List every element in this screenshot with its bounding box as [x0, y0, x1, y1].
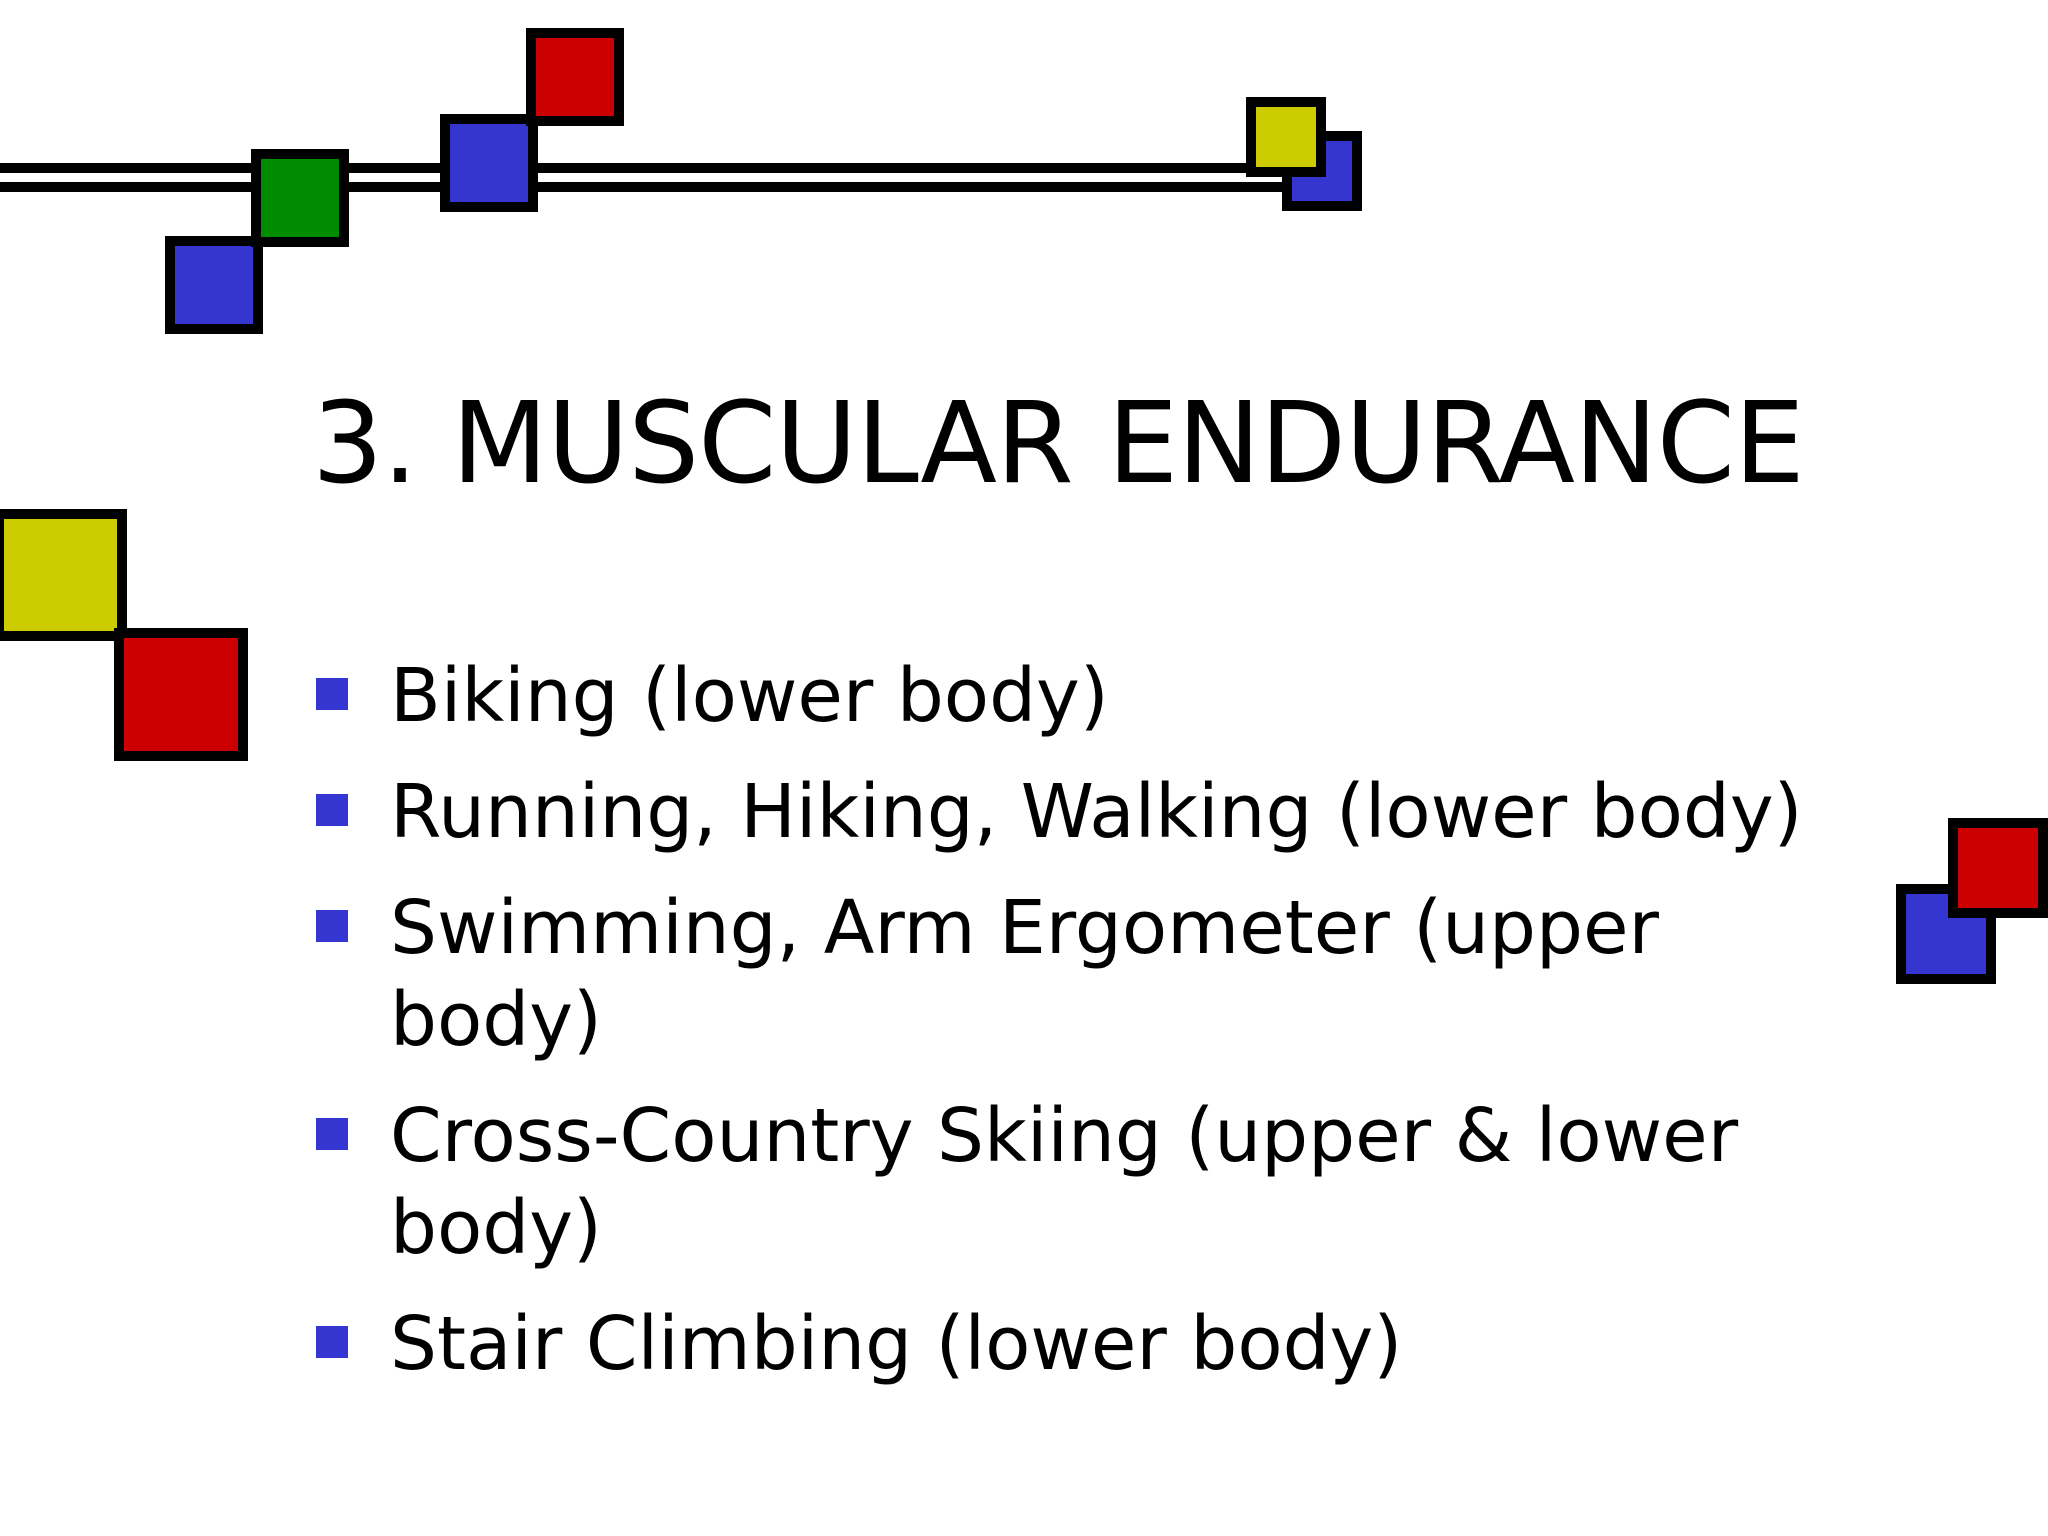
slide-title: 3. MUSCULAR ENDURANCE: [312, 379, 1805, 509]
top-rail-line-upper: [0, 163, 1300, 173]
green-square-decoration: [251, 149, 349, 247]
yellow-square-decoration: [0, 509, 127, 641]
bullet-text: Running, Hiking, Walking (lower body): [390, 769, 1803, 855]
bullet-text: Stair Climbing (lower body): [390, 1301, 1403, 1387]
red-square-decoration: [1948, 818, 2048, 918]
list-item: Running, Hiking, Walking (lower body): [314, 766, 1874, 858]
square-bullet-icon: [316, 1326, 348, 1358]
list-item: Cross-Country Skiing (upper & lower body…: [314, 1090, 1874, 1274]
bullet-list: Biking (lower body) Running, Hiking, Wal…: [314, 650, 1874, 1414]
blue-square-decoration: [440, 114, 538, 212]
list-item: Swimming, Arm Ergometer (upper body): [314, 882, 1874, 1066]
red-square-decoration: [114, 628, 248, 761]
red-square-decoration: [526, 28, 624, 126]
bullet-text: Biking (lower body): [390, 653, 1109, 739]
yellow-square-decoration: [1246, 97, 1326, 177]
square-bullet-icon: [316, 794, 348, 826]
bullet-text: Cross-Country Skiing (upper & lower body…: [390, 1093, 1739, 1271]
list-item: Biking (lower body): [314, 650, 1874, 742]
top-rail-line-lower: [0, 182, 1300, 192]
blue-square-decoration: [165, 236, 263, 334]
bullet-text: Swimming, Arm Ergometer (upper body): [390, 885, 1659, 1063]
list-item: Stair Climbing (lower body): [314, 1298, 1874, 1390]
square-bullet-icon: [316, 1118, 348, 1150]
square-bullet-icon: [316, 678, 348, 710]
square-bullet-icon: [316, 910, 348, 942]
